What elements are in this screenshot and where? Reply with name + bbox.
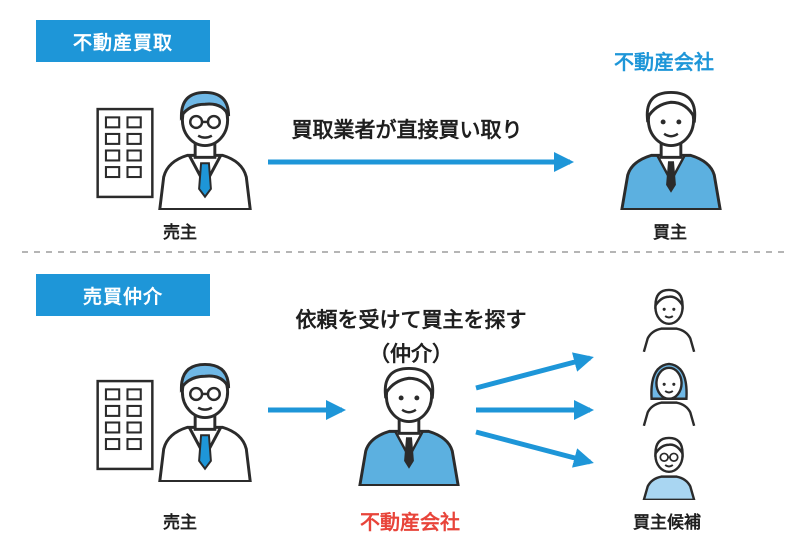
section-badge-purchase: 不動産買取 [36, 20, 210, 62]
buyer-label: 買主 [653, 223, 687, 243]
agent-person-icon [350, 362, 468, 486]
candidates-label: 買主候補 [633, 513, 701, 533]
brokerage-text-line2: （仲介） [369, 342, 453, 366]
search-arrow-top [475, 352, 594, 391]
candidate-icon-1 [640, 284, 698, 352]
direct-purchase-text: 買取業者が直接買い取り [291, 118, 523, 142]
section-badge-brokerage: 売買仲介 [36, 274, 210, 316]
search-arrow-bottom [475, 429, 594, 468]
company-label-top: 不動産会社 [614, 50, 714, 74]
seller-person-icon [146, 86, 264, 210]
candidate-icon-3 [640, 432, 698, 500]
candidate-icon-2 [640, 358, 698, 426]
seller-person-icon-2 [146, 358, 264, 482]
seller-label-bottom: 売主 [163, 513, 197, 533]
seller-label-top: 売主 [163, 223, 197, 243]
brokerage-text-line1: 依頼を受けて買主を探す [295, 308, 527, 332]
buyer-person-icon [612, 86, 730, 210]
agent-label: 不動産会社 [360, 510, 460, 534]
